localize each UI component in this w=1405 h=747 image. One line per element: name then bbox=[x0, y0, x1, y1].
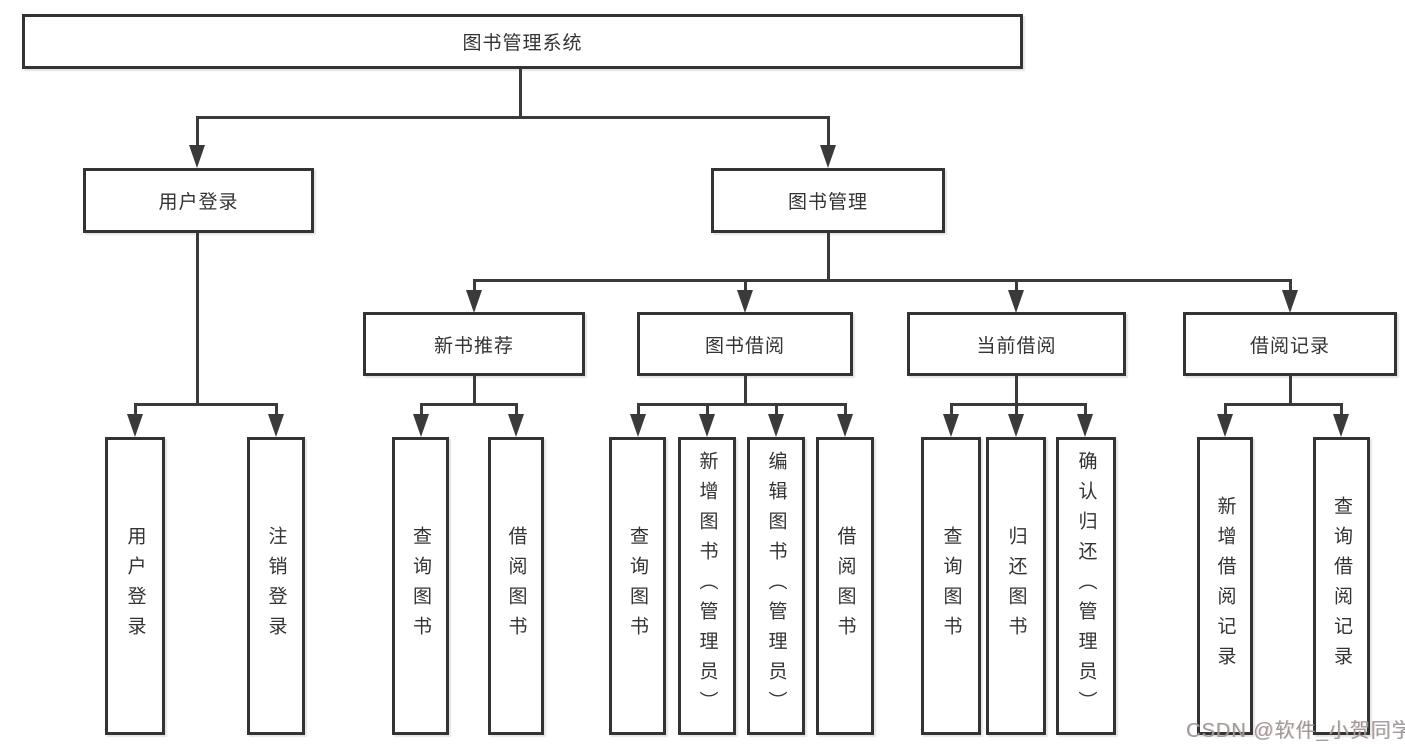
connector-book-mgmt-arrow-stem bbox=[827, 116, 830, 149]
node-root-label: 图书管理系统 bbox=[462, 33, 583, 54]
leaf-add-borrow-record-label: 新增借阅记录 bbox=[1214, 496, 1236, 676]
connector-leaf-stem bbox=[275, 403, 278, 418]
arrow-down-icon bbox=[820, 145, 836, 168]
arrow-down-icon bbox=[630, 414, 646, 437]
leaf-edit-books-admin-label: 编辑图书（管理员） bbox=[765, 451, 787, 721]
arrow-down-icon bbox=[737, 290, 753, 313]
leaf-borrow-books-recommend-label: 借阅图书 bbox=[505, 526, 527, 646]
node-user-login: 用户登录 bbox=[83, 168, 314, 233]
arrow-down-icon bbox=[1333, 414, 1349, 437]
connector-new-book-stem bbox=[473, 376, 476, 406]
connector-borrowing-horizontal bbox=[637, 403, 847, 406]
leaf-query-books-borrowing-label: 查询图书 bbox=[627, 526, 648, 646]
leaf-query-books-recommend-label: 查询图书 bbox=[410, 526, 431, 646]
node-borrowing-records-label: 借阅记录 bbox=[1249, 335, 1330, 357]
leaf-query-borrow-record: 查询借阅记录 bbox=[1313, 437, 1370, 735]
connector-l3-arrow-stem bbox=[1289, 279, 1292, 293]
node-book-management: 图书管理 bbox=[711, 168, 945, 233]
arrow-down-icon bbox=[127, 414, 143, 437]
connector-leaf-stem bbox=[775, 403, 778, 418]
leaf-edit-books-admin: 编辑图书（管理员） bbox=[747, 437, 805, 735]
leaf-add-borrow-record: 新增借阅记录 bbox=[1197, 437, 1253, 735]
arrow-down-icon bbox=[268, 414, 284, 437]
connector-root-stem bbox=[519, 69, 522, 118]
arrow-down-icon bbox=[1217, 414, 1233, 437]
arrow-down-icon bbox=[508, 414, 524, 437]
connector-l3-arrow-stem bbox=[473, 279, 476, 293]
connector-user-login-stem bbox=[196, 233, 199, 406]
arrow-down-icon bbox=[699, 414, 715, 437]
leaf-add-books-admin: 新增图书（管理员） bbox=[678, 437, 736, 735]
connector-leaf-stem bbox=[637, 403, 640, 418]
connector-leaf-stem bbox=[706, 403, 709, 418]
connector-records-horizontal bbox=[1224, 403, 1342, 406]
connector-leaf-stem bbox=[1015, 403, 1018, 418]
node-new-book-recommendation-label: 新书推荐 bbox=[433, 335, 514, 357]
connector-new-book-horizontal bbox=[420, 403, 518, 406]
leaf-return-books-label: 归还图书 bbox=[1005, 526, 1027, 646]
connector-records-stem bbox=[1289, 376, 1292, 406]
leaf-logout-label: 注销登录 bbox=[265, 526, 287, 646]
connector-l3-arrow-stem bbox=[744, 279, 747, 293]
leaf-query-books-borrowing: 查询图书 bbox=[609, 437, 666, 735]
arrow-down-icon bbox=[466, 290, 482, 313]
connector-leaf-stem bbox=[1084, 403, 1087, 418]
leaf-borrow-books-recommend: 借阅图书 bbox=[488, 437, 544, 735]
connector-leaf-stem bbox=[950, 403, 953, 418]
connector-leaf-stem bbox=[420, 403, 423, 418]
leaf-return-books: 归还图书 bbox=[986, 437, 1046, 735]
leaf-query-borrow-record-label: 查询借阅记录 bbox=[1331, 496, 1352, 676]
arrow-down-icon bbox=[1077, 414, 1093, 437]
connector-leaf-stem bbox=[844, 403, 847, 418]
leaf-confirm-return-admin: 确认归还（管理员） bbox=[1056, 437, 1116, 735]
leaf-user-login-label: 用户登录 bbox=[124, 526, 146, 646]
node-book-management-label: 图书管理 bbox=[787, 192, 868, 213]
leaf-borrow-books: 借阅图书 bbox=[816, 437, 874, 735]
connector-user-login-horizontal bbox=[134, 403, 278, 406]
connector-book-mgmt-stem bbox=[827, 233, 830, 282]
arrow-down-icon bbox=[768, 414, 784, 437]
leaf-borrow-books-label: 借阅图书 bbox=[834, 526, 856, 646]
connector-leaf-stem bbox=[515, 403, 518, 418]
arrow-down-icon bbox=[943, 414, 959, 437]
leaf-user-login: 用户登录 bbox=[105, 437, 165, 735]
arrow-down-icon bbox=[413, 414, 429, 437]
node-user-login-label: 用户登录 bbox=[158, 192, 239, 213]
node-current-borrowing-label: 当前借阅 bbox=[976, 335, 1057, 357]
arrow-down-icon bbox=[189, 145, 205, 168]
connector-borrowing-stem bbox=[744, 376, 747, 406]
connector-leaf-stem bbox=[1224, 403, 1227, 418]
arrow-down-icon bbox=[1282, 290, 1298, 313]
arrow-down-icon bbox=[1008, 290, 1024, 313]
leaf-query-books-current: 查询图书 bbox=[921, 437, 981, 735]
leaf-logout: 注销登录 bbox=[247, 437, 305, 735]
node-new-book-recommendation: 新书推荐 bbox=[363, 312, 585, 376]
connector-root-horizontal bbox=[196, 116, 830, 119]
connector-book-mgmt-horizontal bbox=[473, 279, 1292, 282]
connector-leaf-stem bbox=[1340, 403, 1343, 418]
leaf-query-books-recommend: 查询图书 bbox=[392, 437, 449, 735]
node-root-library-system: 图书管理系统 bbox=[22, 14, 1023, 69]
node-current-borrowing: 当前借阅 bbox=[907, 312, 1126, 376]
connector-current-stem bbox=[1015, 376, 1018, 406]
leaf-add-books-admin-label: 新增图书（管理员） bbox=[696, 451, 718, 721]
csdn-watermark: CSDN @软件_小贺同学 bbox=[1186, 720, 1405, 742]
arrow-down-icon bbox=[1008, 414, 1024, 437]
connector-l3-arrow-stem bbox=[1015, 279, 1018, 293]
connector-user-login-arrow-stem bbox=[196, 116, 199, 149]
connector-current-horizontal bbox=[950, 403, 1087, 406]
node-borrowing-records: 借阅记录 bbox=[1183, 312, 1397, 376]
leaf-confirm-return-admin-label: 确认归还（管理员） bbox=[1075, 451, 1097, 721]
node-book-borrowing-label: 图书借阅 bbox=[704, 335, 785, 357]
leaf-query-books-current-label: 查询图书 bbox=[940, 526, 962, 646]
connector-leaf-stem bbox=[134, 403, 137, 418]
arrow-down-icon bbox=[837, 414, 853, 437]
node-book-borrowing: 图书借阅 bbox=[637, 312, 853, 376]
